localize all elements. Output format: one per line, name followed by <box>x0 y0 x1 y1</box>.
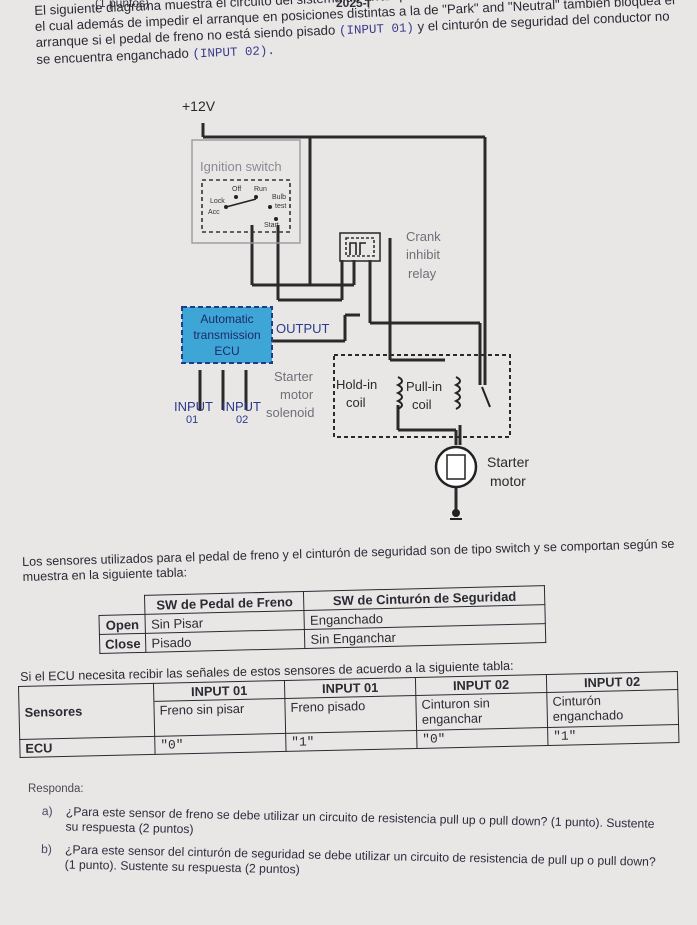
ecu-label-1: Automatic <box>200 312 253 326</box>
sensor-brake-not-pressed: Freno sin pisar <box>153 698 286 737</box>
ecu-box <box>181 306 273 364</box>
semester-year: 2025-I <box>336 0 371 10</box>
question-label: a) <box>41 804 53 819</box>
pos-acc: Acc <box>208 209 220 216</box>
pull-in-coil <box>453 376 461 410</box>
responda-label: Responda: <box>28 783 84 795</box>
pos-run: Run <box>254 186 267 193</box>
motor-label-1: Starter <box>487 454 529 470</box>
input01-label: INPUT <box>174 399 213 414</box>
question-label: b) <box>40 841 53 857</box>
sensors-paragraph: Los sensores utilizados para el pedal de… <box>22 536 675 584</box>
relay-label-3: relay <box>408 266 437 281</box>
switch-position-labels: Off Run Lock Acc Bulb test Start <box>208 186 286 229</box>
solenoid-label-3: solenoid <box>266 405 314 420</box>
wiring <box>198 123 487 510</box>
relay-label-2: inhibit <box>406 247 440 262</box>
question-list: a) ¿Para este sensor de freno se debe ut… <box>40 804 661 893</box>
sensor-belt-unbuckled: Cinturon sin enganchar <box>415 692 548 731</box>
sensor-belt-buckled: Cinturón enganchado <box>546 689 679 728</box>
switch-behavior-table: SW de Pedal de Freno SW de Cinturón de S… <box>98 585 547 654</box>
pos-test: test <box>275 203 286 210</box>
supply-voltage-label: +12V <box>182 98 216 114</box>
pos-bulb: Bulb <box>272 194 286 201</box>
pos-lock: Lock <box>210 198 225 205</box>
crank-inhibit-relay-box <box>339 232 381 262</box>
question-item: a) ¿Para este sensor de freno se debe ut… <box>41 804 661 847</box>
cell-brake-close: Pisado <box>145 629 306 653</box>
pull-in-label-2: coil <box>412 397 432 412</box>
ecu-row-label: ECU <box>19 736 156 758</box>
pos-start: Start <box>264 222 279 229</box>
input01-ref: (INPUT 01) <box>338 21 415 39</box>
question-item: b) ¿Para este sensor del cinturón de seg… <box>41 842 661 885</box>
question-text: ¿Para este sensor del cinturón de seguri… <box>64 842 656 877</box>
question-text: ¿Para este sensor de freno se debe utili… <box>65 804 655 837</box>
ecu-value: "0" <box>154 733 287 755</box>
solenoid-label-2: motor <box>280 387 314 402</box>
sensores-label: Sensores <box>18 701 155 740</box>
input02-number: 02 <box>236 414 248 426</box>
switch-contact-dots <box>224 195 278 221</box>
intro-paragraph: El siguiente diagrama muestra el circuit… <box>34 0 686 69</box>
starter-motor-symbol <box>434 445 478 489</box>
sensor-brake-pressed: Freno pisado <box>284 695 417 734</box>
motor-label-2: motor <box>490 473 526 489</box>
table-corner <box>99 595 146 615</box>
row-open-label: Open <box>98 614 146 635</box>
starter-circuit-diagram: Ignition switch Off Run Lock Acc Bulb te… <box>174 98 529 520</box>
ecu-label-3: ECU <box>214 344 239 358</box>
input02-label: INPUT <box>222 399 261 414</box>
relay-label-1: Crank <box>406 229 441 244</box>
solenoid-box <box>333 354 511 438</box>
input01-number: 01 <box>186 414 198 426</box>
ecu-value: "1" <box>547 724 679 746</box>
pos-off: Off <box>232 186 241 193</box>
ecu-label-2: transmission <box>193 328 260 342</box>
hold-in-label-2: coil <box>346 395 366 410</box>
ignition-switch-label: Ignition switch <box>200 159 282 174</box>
hold-in-coil <box>395 376 403 410</box>
ecu-output-label: OUTPUT <box>276 321 330 336</box>
points-header: (1 puntos) <box>95 0 150 10</box>
pull-in-label-1: Pull-in <box>406 379 442 394</box>
ignition-switch-contacts <box>201 179 291 233</box>
ecu-value: "0" <box>416 727 548 749</box>
input02-ref: (INPUT 02). <box>192 43 276 62</box>
ecu-signal-table: INPUT 01 INPUT 01 INPUT 02 INPUT 02 Sens… <box>18 671 679 758</box>
ecu-value: "1" <box>285 730 418 752</box>
solenoid-label-1: Starter <box>274 369 314 384</box>
row-close-label: Close <box>99 633 147 654</box>
hold-in-label-1: Hold-in <box>336 377 377 392</box>
ignition-switch-box <box>191 139 301 244</box>
